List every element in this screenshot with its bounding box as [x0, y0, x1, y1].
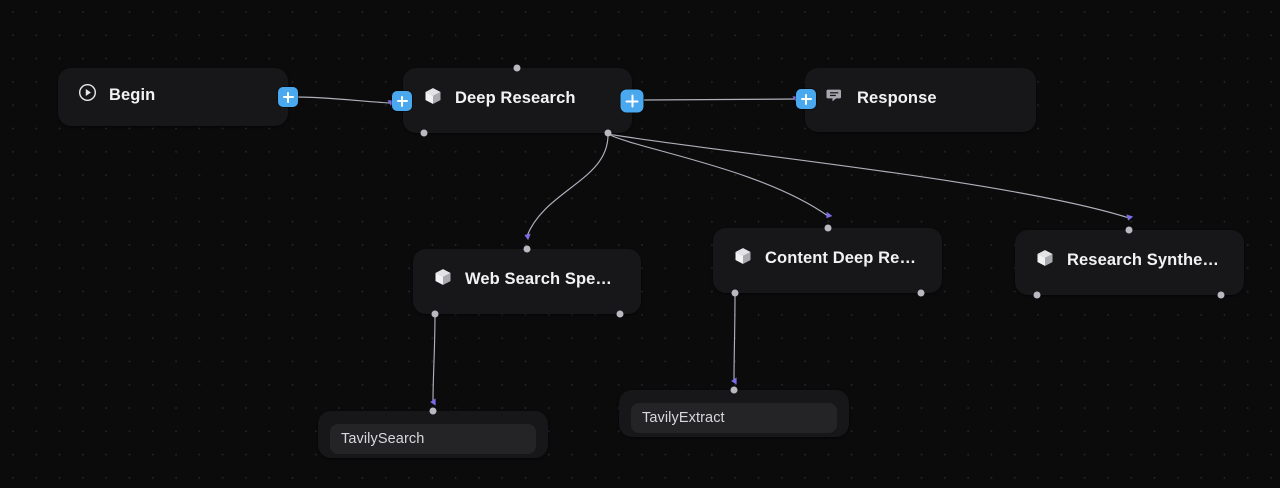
- edge-begin-to-deep-research: [296, 96, 395, 106]
- handle-content-deep-reader-bottom-left[interactable]: [731, 289, 739, 297]
- tool-node-tavily-search-label: TavilySearch: [341, 431, 425, 447]
- edge-deep-research-to-research-synthesizer: [607, 133, 1134, 221]
- edge-content-deep-reader-to-tavily-extract: [731, 291, 737, 385]
- edge-deep-research-to-web-search-specialist: [524, 133, 609, 241]
- handle-research-synthesizer-top[interactable]: [1125, 226, 1133, 234]
- node-response[interactable]: Response: [805, 68, 1036, 132]
- node-response-label: Response: [857, 89, 937, 107]
- edge-web-search-specialist-to-tavily-search: [430, 312, 436, 406]
- tool-node-tavily-search[interactable]: TavilySearch: [318, 411, 548, 458]
- node-web-search-specialist-label: Web Search Special...: [465, 270, 621, 288]
- edge-deep-research-to-content-deep-reader: [607, 133, 833, 219]
- handle-tavily-extract-top[interactable]: [730, 386, 738, 394]
- handle-tavily-search-top[interactable]: [429, 407, 437, 415]
- cube-icon: [423, 86, 443, 111]
- message-icon: [825, 86, 845, 111]
- add-node-button-deep-research-input[interactable]: [392, 91, 412, 111]
- tool-node-tavily-extract-label: TavilyExtract: [642, 410, 725, 426]
- handle-deep-research-bottom-right[interactable]: [604, 129, 612, 137]
- add-node-button-begin-output[interactable]: [278, 87, 298, 107]
- play-circle-icon: [78, 83, 97, 107]
- handle-web-search-specialist-top[interactable]: [523, 245, 531, 253]
- tavily-search-chip[interactable]: TavilySearch: [330, 424, 536, 454]
- node-research-synthesizer-label: Research Synthesizer: [1067, 251, 1224, 269]
- cube-icon: [433, 267, 453, 292]
- cube-icon: [733, 246, 753, 271]
- node-content-deep-reader-label: Content Deep Reader: [765, 249, 922, 267]
- add-node-button-deep-research-output[interactable]: [620, 89, 644, 113]
- cube-icon: [1035, 248, 1055, 273]
- edge-deep-research-to-response: [643, 96, 800, 102]
- tool-node-tavily-extract[interactable]: TavilyExtract: [619, 390, 849, 437]
- handle-content-deep-reader-bottom-right[interactable]: [917, 289, 925, 297]
- add-node-button-response-input[interactable]: [796, 89, 816, 109]
- tavily-extract-chip[interactable]: TavilyExtract: [631, 403, 837, 433]
- node-web-search-specialist[interactable]: Web Search Special...: [413, 249, 641, 314]
- handle-content-deep-reader-top[interactable]: [824, 224, 832, 232]
- handle-web-search-specialist-bottom-right[interactable]: [616, 310, 624, 318]
- node-begin-label: Begin: [109, 85, 156, 104]
- handle-web-search-specialist-bottom-left[interactable]: [431, 310, 439, 318]
- handle-research-synthesizer-bottom-right[interactable]: [1217, 291, 1225, 299]
- node-begin[interactable]: Begin: [58, 68, 288, 126]
- node-deep-research[interactable]: Deep Research: [403, 68, 632, 133]
- handle-deep-research-top[interactable]: [513, 64, 521, 72]
- node-deep-research-label: Deep Research: [455, 89, 576, 107]
- handle-deep-research-bottom-left[interactable]: [420, 129, 428, 137]
- handle-research-synthesizer-bottom-left[interactable]: [1033, 291, 1041, 299]
- node-research-synthesizer[interactable]: Research Synthesizer: [1015, 230, 1244, 295]
- node-content-deep-reader[interactable]: Content Deep Reader: [713, 228, 942, 293]
